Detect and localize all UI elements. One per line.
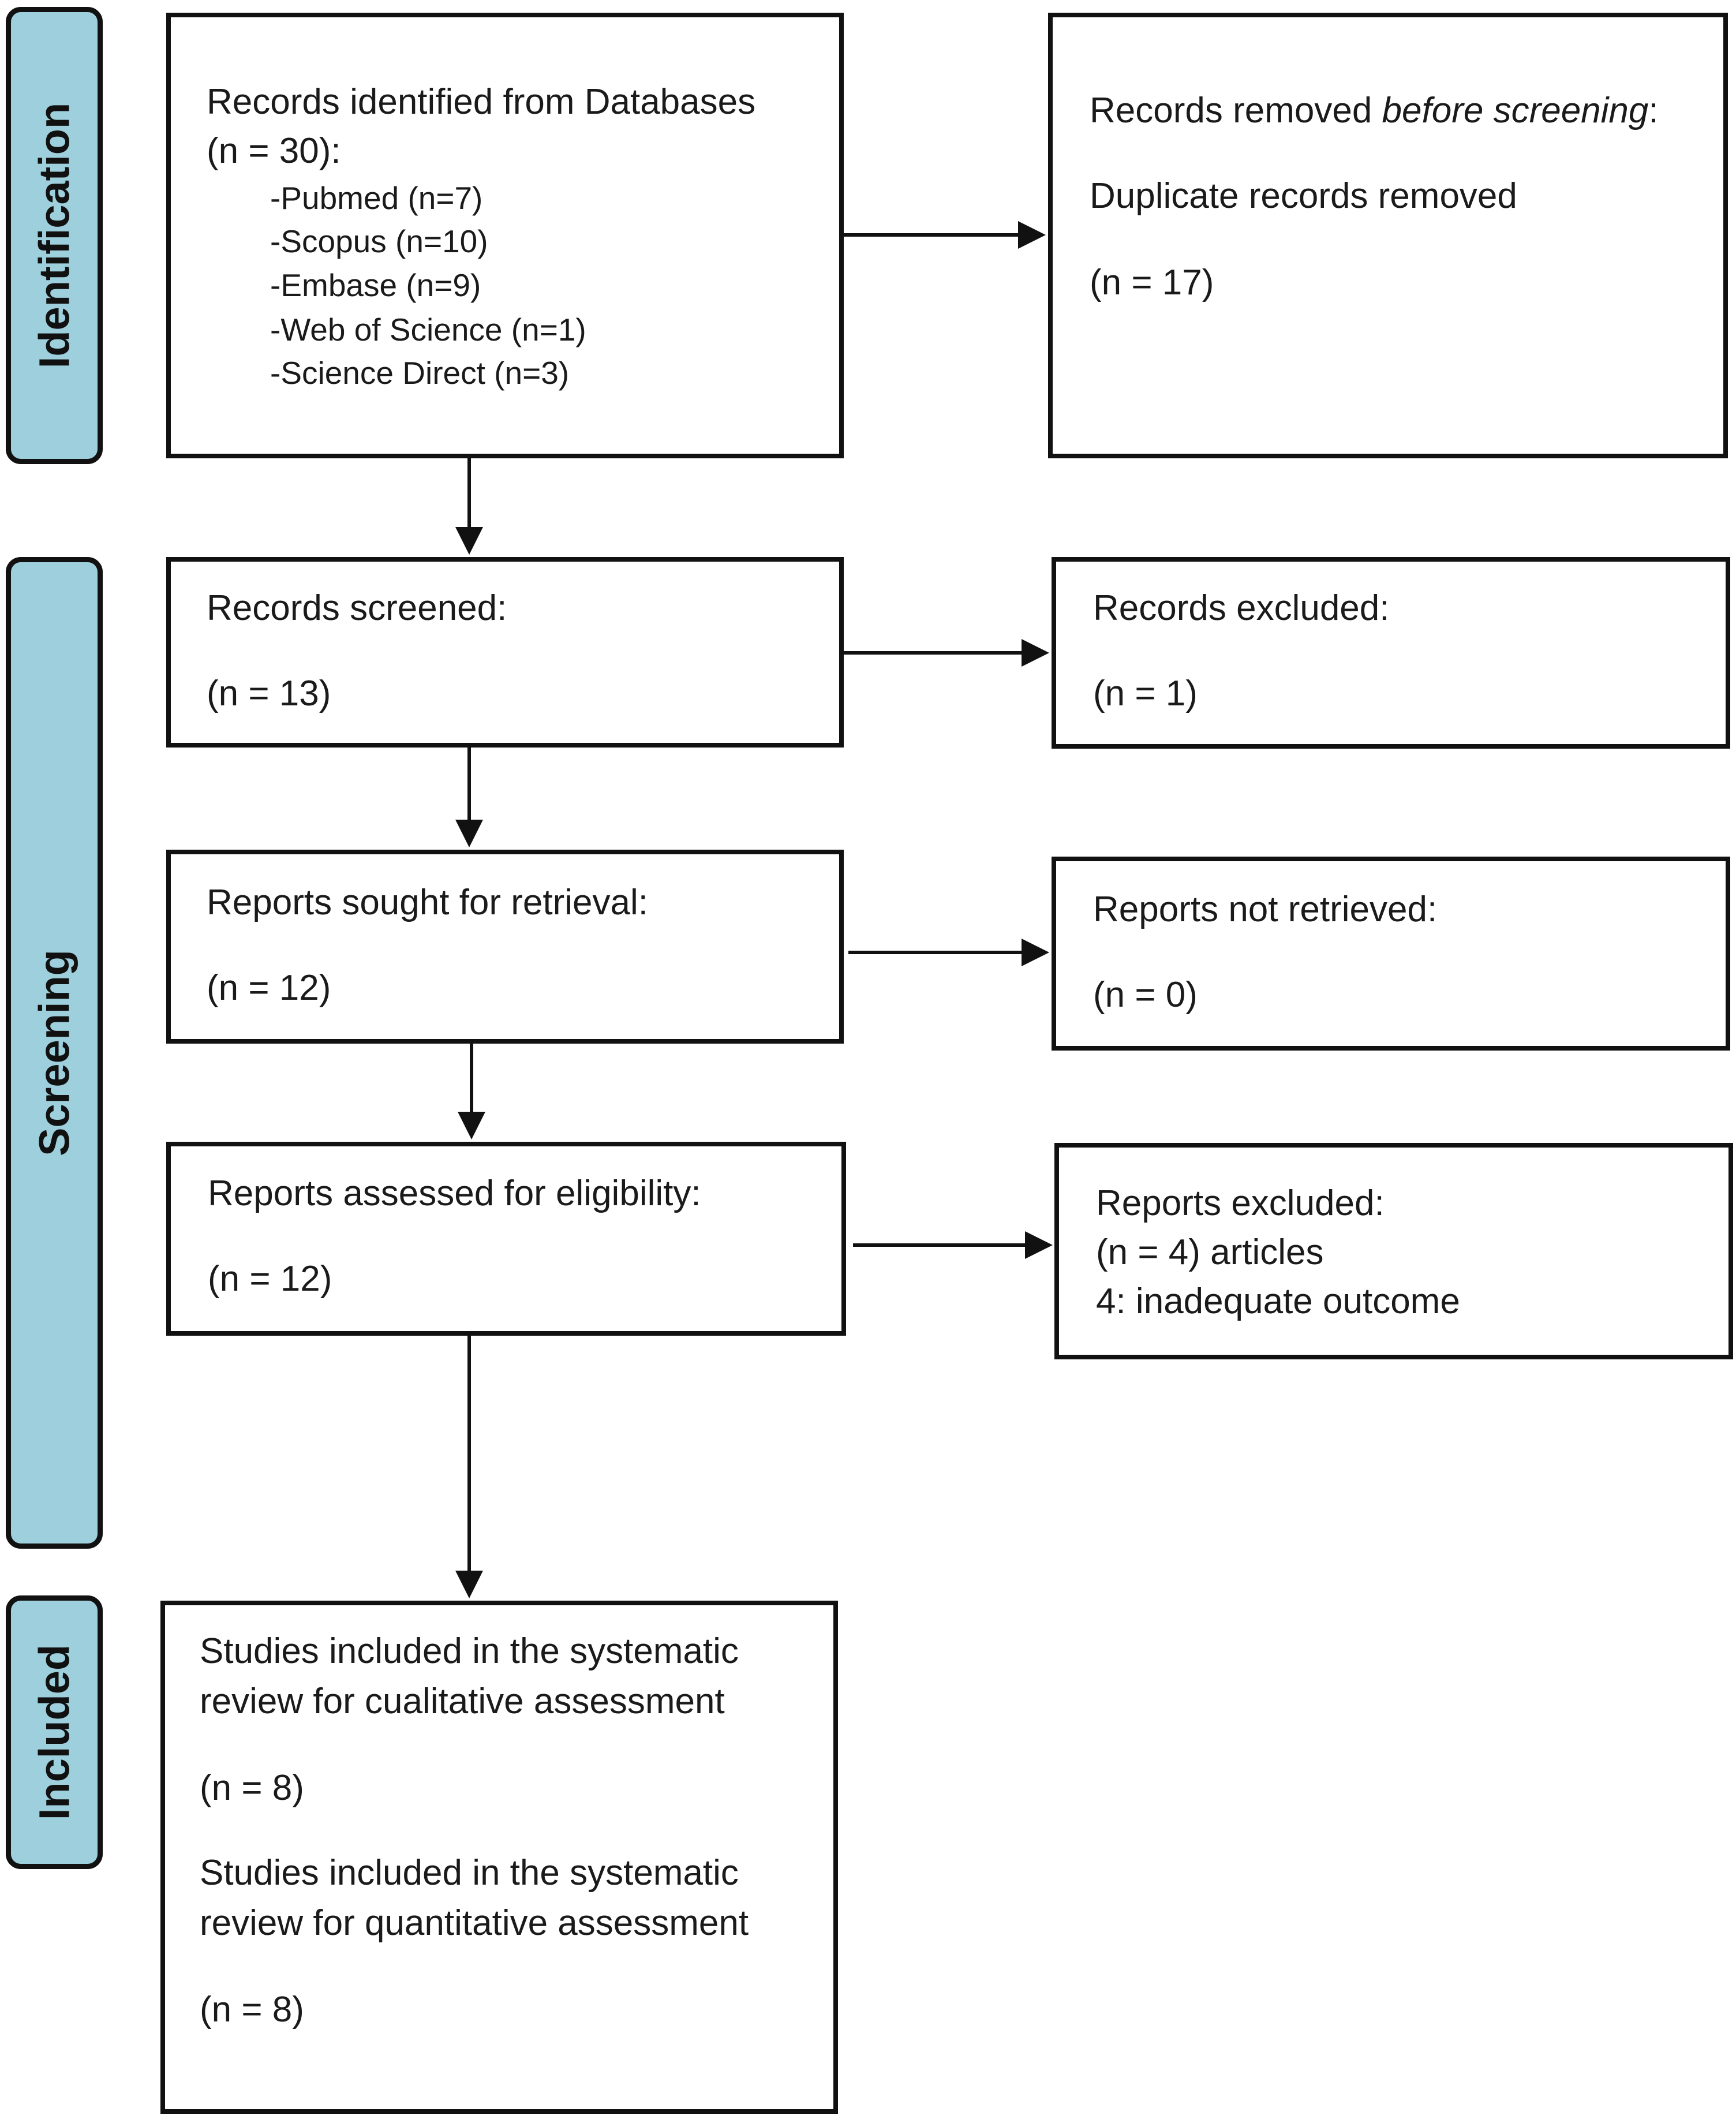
records-identified-count: (n = 30): <box>207 131 341 171</box>
reports-not-retrieved-count: (n = 0) <box>1093 975 1198 1015</box>
reports-assessed-box <box>166 1142 846 1336</box>
records-removed-box <box>1048 13 1728 458</box>
records-removed-title-italic: before screening <box>1382 91 1649 130</box>
reports-assessed-title: Reports assessed for eligibility: <box>208 1174 701 1213</box>
database-embase: -Embase (n=9) <box>270 267 481 303</box>
reports-not-retrieved-box <box>1052 857 1730 1051</box>
phase-identification: Identification <box>6 7 103 464</box>
qualitative-line-2: review for cualitative assessment <box>200 1681 725 1721</box>
qualitative-count: (n = 8) <box>200 1768 304 1808</box>
qualitative-line-1: Studies included in the systematic <box>200 1631 739 1671</box>
records-removed-reason: Duplicate records removed <box>1090 176 1517 216</box>
reports-assessed-count: (n = 12) <box>208 1259 332 1299</box>
database-scopus: -Scopus (n=10) <box>270 223 488 259</box>
records-excluded-box <box>1052 557 1730 749</box>
records-screened-box <box>166 557 844 748</box>
records-excluded-count: (n = 1) <box>1093 674 1198 713</box>
records-removed-title-prefix: Records removed <box>1090 91 1382 130</box>
reports-sought-title: Reports sought for retrieval: <box>207 883 649 922</box>
records-removed-title: Records removed before screening: <box>1090 93 1659 129</box>
reports-excluded-reason: 4: inadequate outcome <box>1096 1281 1460 1321</box>
reports-excluded-title: Reports excluded: <box>1096 1183 1385 1223</box>
quantitative-count: (n = 8) <box>200 1990 304 2030</box>
reports-sought-box <box>166 850 844 1044</box>
reports-excluded-box <box>1054 1143 1733 1359</box>
records-identified-box <box>166 13 844 458</box>
quantitative-line-2: review for quantitative assessment <box>200 1903 749 1943</box>
reports-excluded-count: (n = 4) articles <box>1096 1232 1324 1272</box>
phase-included: Included <box>6 1595 103 1869</box>
database-pubmed: -Pubmed (n=7) <box>270 180 483 216</box>
records-identified-title: Records identified from Databases <box>207 82 756 122</box>
records-screened-title: Records screened: <box>207 588 507 628</box>
records-removed-title-suffix: : <box>1648 91 1659 130</box>
reports-sought-count: (n = 12) <box>207 968 331 1008</box>
records-screened-count: (n = 13) <box>207 674 331 713</box>
database-science-direct: -Science Direct (n=3) <box>270 355 570 391</box>
database-web-of-science: -Web of Science (n=1) <box>270 312 586 347</box>
quantitative-line-1: Studies included in the systematic <box>200 1853 739 1893</box>
records-removed-count: (n = 17) <box>1090 263 1214 302</box>
phase-screening: Screening <box>6 557 103 1549</box>
studies-included-box <box>160 1601 838 2114</box>
reports-not-retrieved-title: Reports not retrieved: <box>1093 890 1438 929</box>
records-excluded-title: Records excluded: <box>1093 588 1390 628</box>
